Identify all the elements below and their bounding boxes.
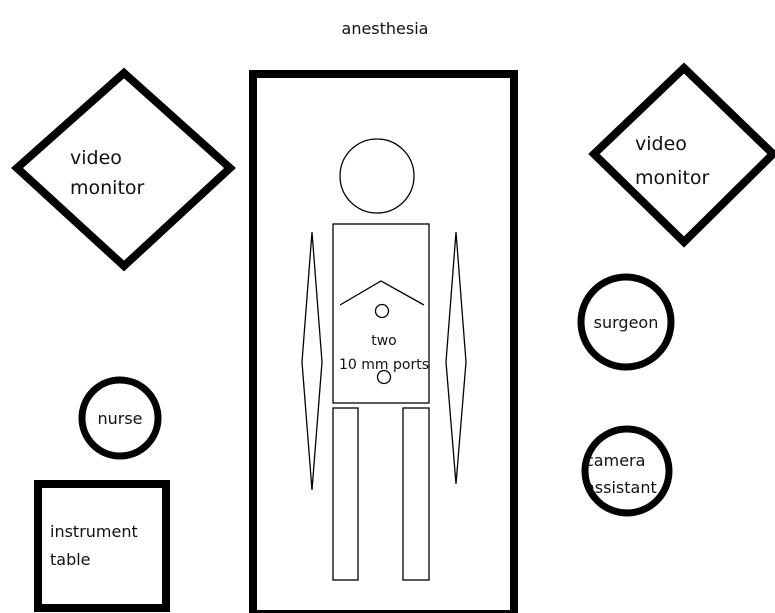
camera-label-line2: assistant: [585, 478, 657, 497]
patient-arm-right: [445, 231, 467, 485]
nurse-position: [78, 376, 162, 460]
surgeon-label: surgeon: [594, 313, 659, 332]
video-monitor-right: [588, 62, 775, 248]
instrument-table: [34, 480, 170, 612]
monitor-right-label-line2: monitor: [635, 167, 710, 189]
ports-label-line2: 10 mm ports: [339, 357, 429, 373]
table-label-line1: instrument: [50, 522, 138, 541]
monitor-right-label-line1: video: [635, 133, 687, 155]
anesthesia-label: anesthesia: [342, 19, 429, 38]
costal-margin: [339, 280, 425, 306]
ports-label-line1: two: [371, 333, 397, 349]
patient-torso: [332, 223, 430, 404]
surgeon-position: [577, 273, 675, 371]
table-label-line2: table: [50, 550, 91, 569]
camera-label-line1: camera: [585, 451, 645, 470]
patient-figure: [301, 138, 467, 581]
camera-assistant-position: [581, 425, 673, 517]
patient-leg-right: [402, 407, 430, 581]
monitor-left-label-line1: video: [70, 147, 122, 169]
port-upper: [374, 303, 390, 319]
patient-leg-left: [332, 407, 359, 581]
nurse-label: nurse: [97, 409, 142, 428]
patient-arm-left: [301, 231, 323, 491]
operating-table: [249, 70, 518, 613]
monitor-left-label-line2: monitor: [70, 177, 145, 199]
patient-head: [339, 138, 415, 214]
video-monitor-left: [11, 67, 236, 272]
port-lower: [376, 369, 392, 385]
